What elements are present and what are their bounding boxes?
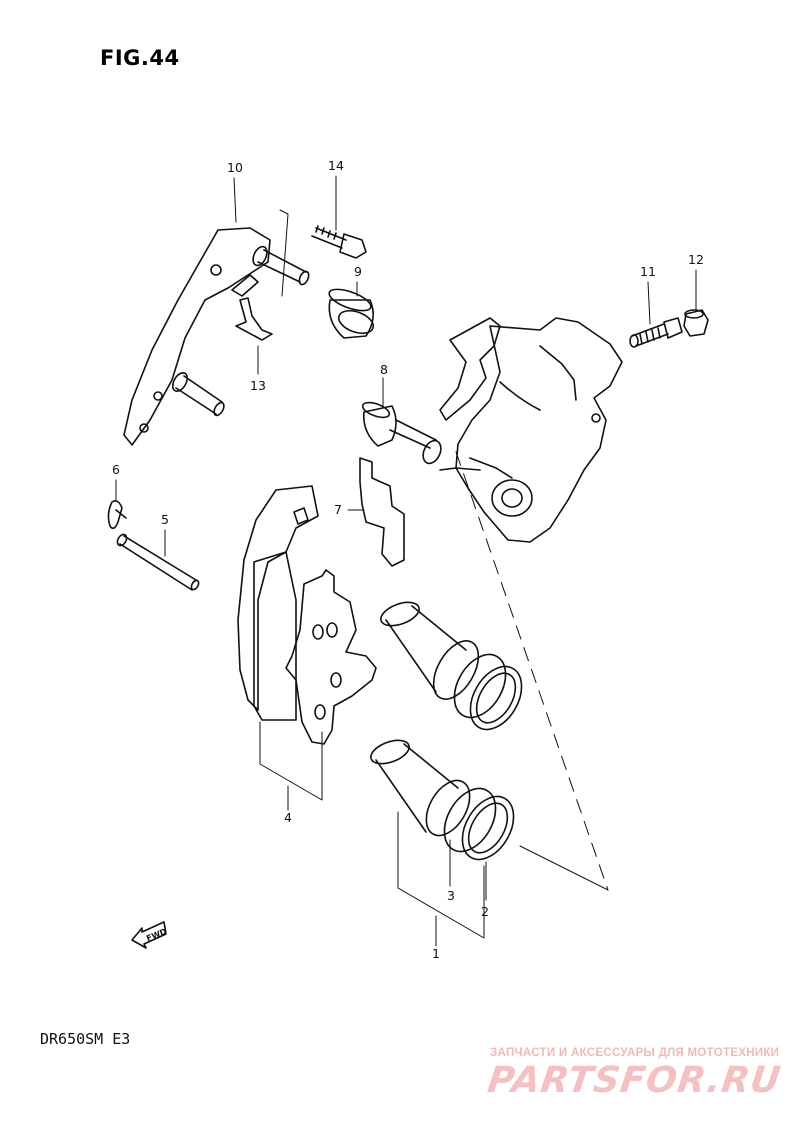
- callout-2: 2: [481, 904, 489, 919]
- callout-11: 11: [640, 264, 656, 279]
- pad-spring-part[interactable]: [359, 457, 405, 567]
- cotter-clip-part[interactable]: [107, 500, 127, 530]
- figure-title: FIG.44: [100, 46, 180, 70]
- boot-part[interactable]: [327, 285, 377, 339]
- callout-numbers: 1 2 3 4 5 6 7 8 9 10 11 12 13 14: [112, 158, 704, 961]
- leader-lines: [115, 175, 697, 947]
- caliper-bracket-part[interactable]: [123, 227, 311, 446]
- model-label: DR650SM E3: [40, 1030, 131, 1048]
- clip-part[interactable]: [235, 297, 273, 341]
- callout-3: 3: [447, 888, 455, 903]
- bleeder-valve-part[interactable]: [629, 317, 683, 348]
- upper-piston-part[interactable]: [378, 598, 532, 739]
- watermark-tagline: ЗАПЧАСТИ И АКСЕССУАРЫ ДЛЯ МОТОТЕХНИКИ: [490, 1047, 780, 1059]
- caliper-body-part[interactable]: [439, 317, 623, 543]
- callout-6: 6: [112, 462, 120, 477]
- callout-5: 5: [161, 512, 169, 527]
- callout-14: 14: [328, 158, 344, 173]
- callout-13: 13: [250, 378, 266, 393]
- callout-1: 1: [432, 946, 440, 961]
- lower-piston-part[interactable]: [368, 736, 524, 869]
- callout-9: 9: [354, 264, 362, 279]
- callout-10: 10: [227, 160, 243, 175]
- brake-pad-set-part[interactable]: [237, 485, 377, 745]
- pad-pin-part[interactable]: [116, 533, 201, 591]
- fwd-arrow-icon: FWD: [131, 921, 168, 949]
- bolt-part[interactable]: [311, 225, 367, 259]
- callout-4: 4: [284, 810, 292, 825]
- slide-pin-part[interactable]: [361, 400, 445, 467]
- callout-8: 8: [380, 362, 388, 377]
- watermark-brand: PARTSFOR.RU: [485, 1060, 784, 1101]
- callout-12: 12: [688, 252, 704, 267]
- callout-7: 7: [334, 502, 342, 517]
- bleeder-cap-part[interactable]: [683, 309, 709, 337]
